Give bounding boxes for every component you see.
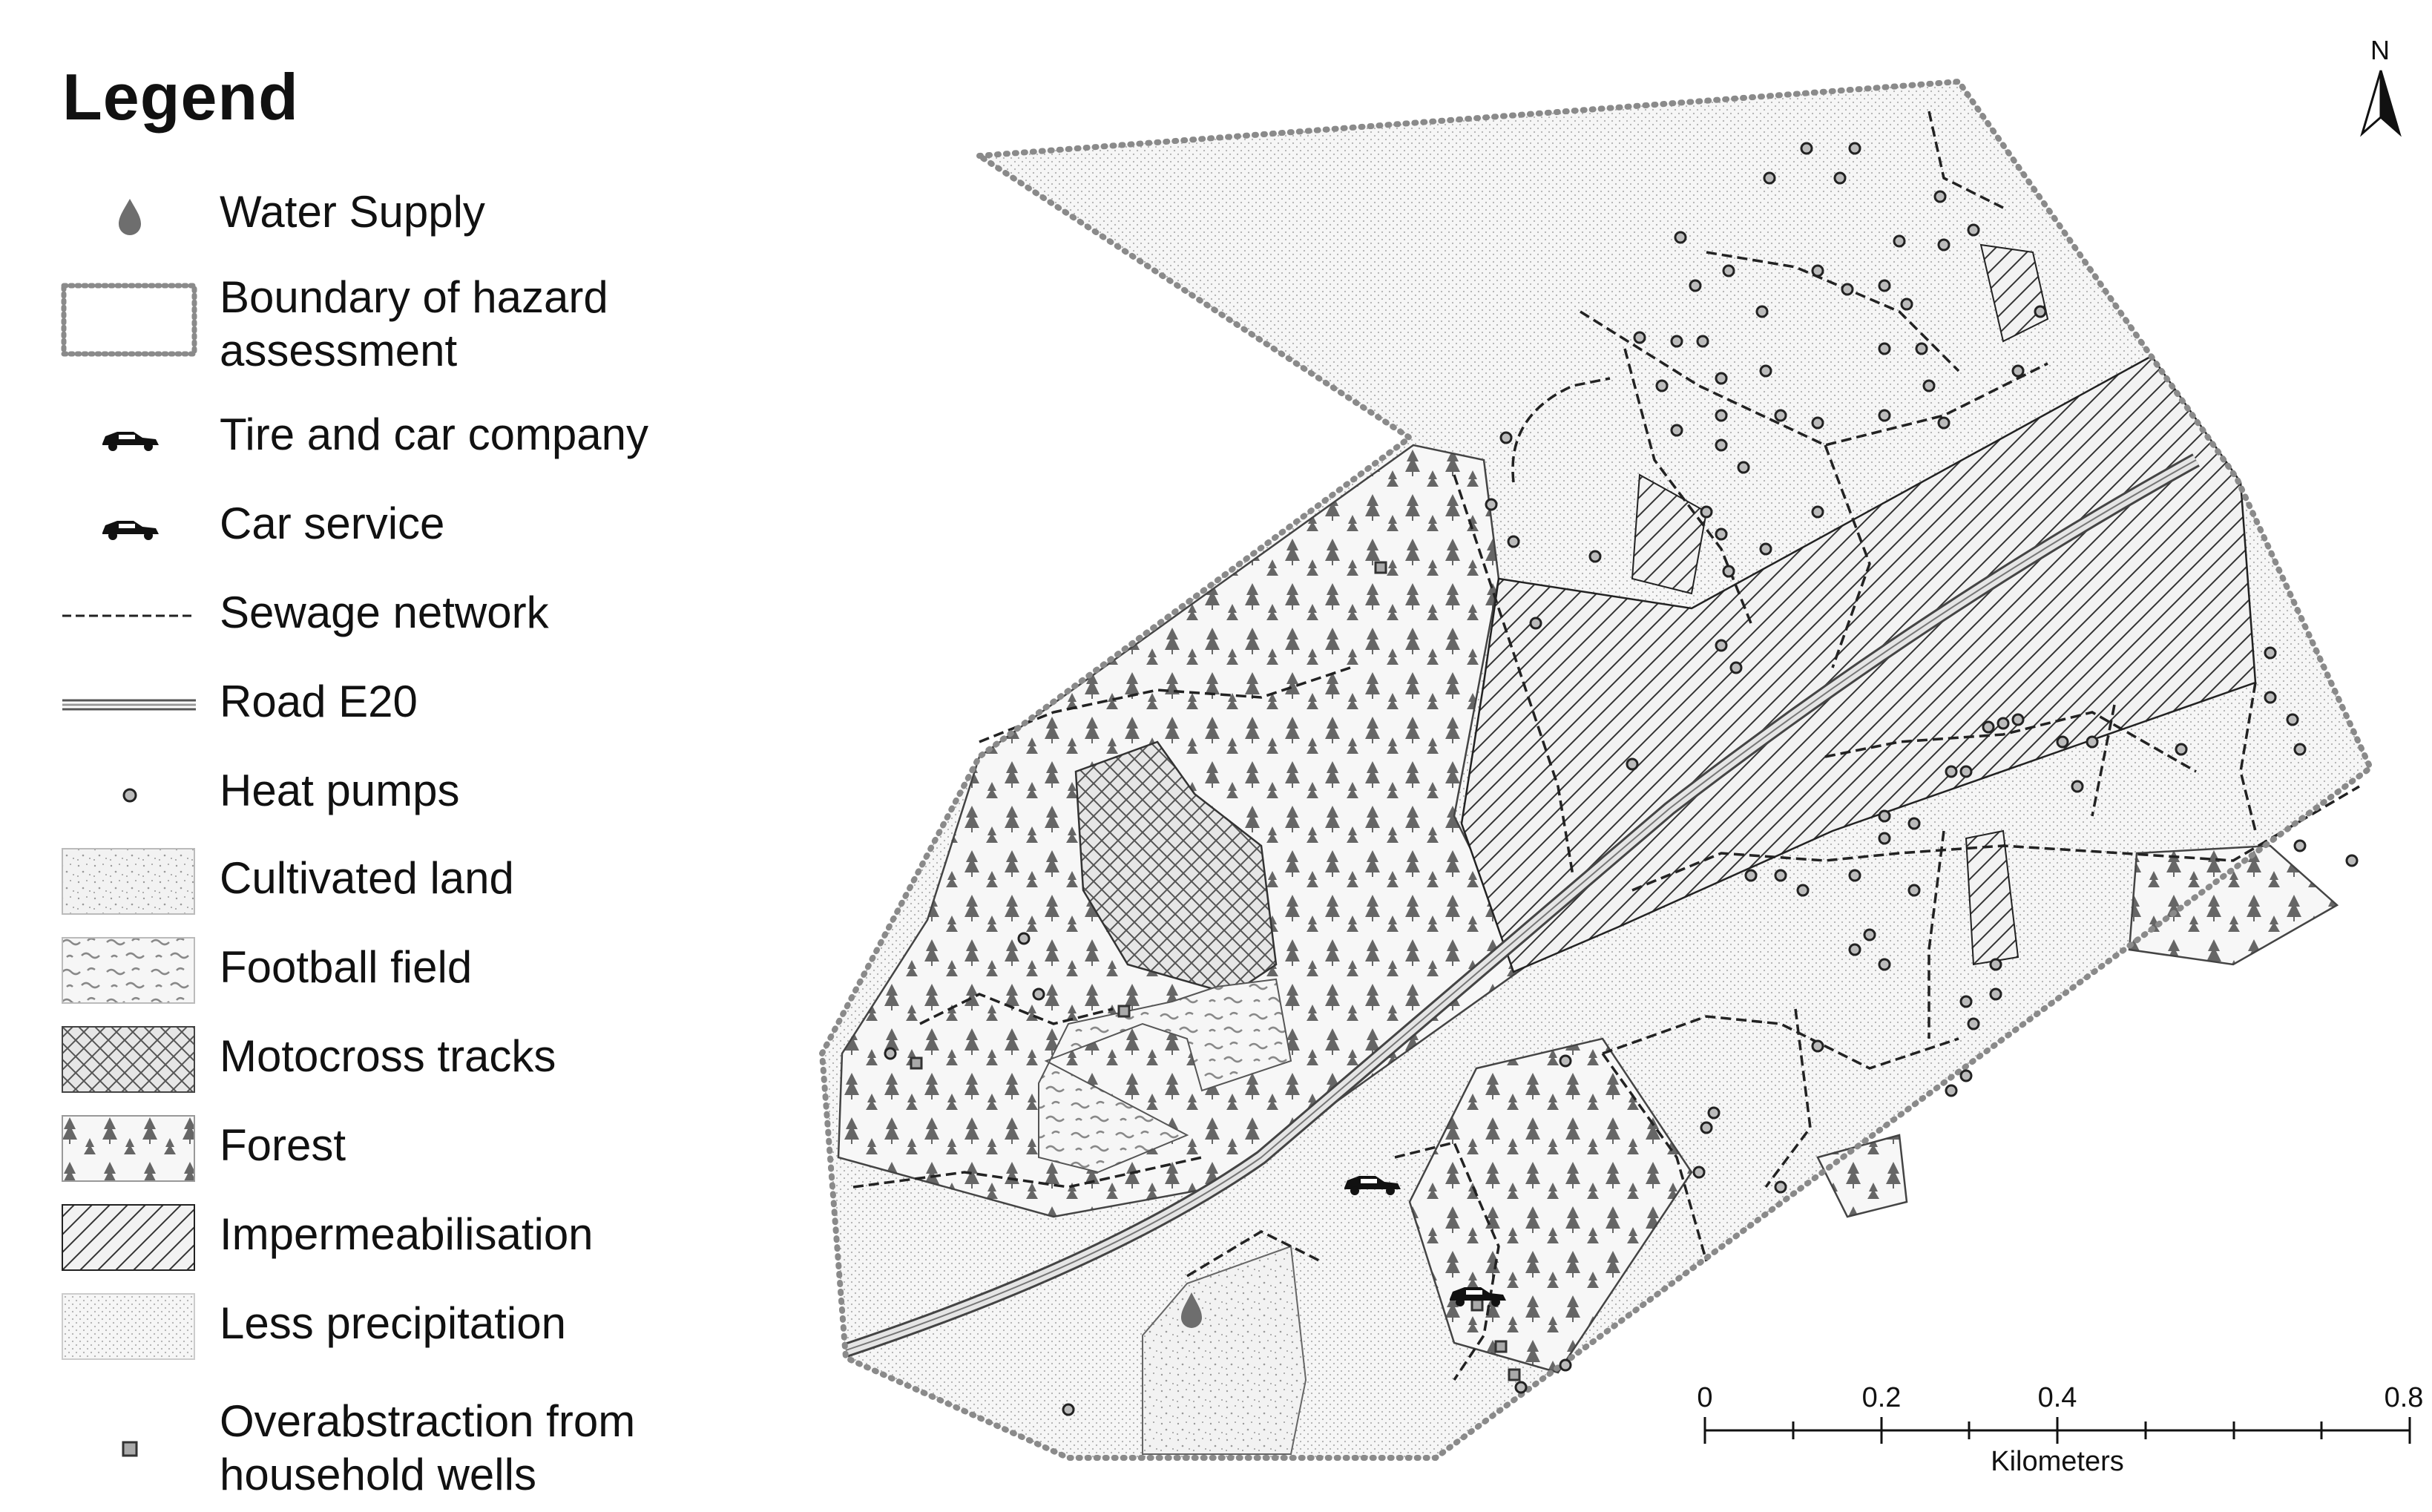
water-supply-icon bbox=[1181, 1292, 1202, 1328]
impermeabilisation-area-north bbox=[1979, 243, 2049, 343]
scale-tick-0: 0 bbox=[1697, 1382, 1712, 1413]
legend-label-boundary-line1: Boundary of hazard bbox=[220, 272, 608, 322]
north-arrow: N bbox=[2360, 35, 2402, 137]
legend-label-forest: Forest bbox=[220, 1120, 346, 1170]
legend-label-cultivated: Cultivated land bbox=[220, 853, 514, 903]
crosshatch-pattern-icon bbox=[62, 1026, 195, 1093]
motocross-tracks-area bbox=[1074, 740, 1278, 996]
north-label: N bbox=[2370, 35, 2390, 65]
scale-unit-label: Kilometers bbox=[1991, 1446, 2124, 1477]
legend-label-motocross: Motocross tracks bbox=[220, 1031, 556, 1081]
scale-tick-0-4: 0.4 bbox=[2038, 1382, 2077, 1413]
football-field-area bbox=[1038, 978, 1292, 1174]
dotted-rectangle-icon bbox=[61, 283, 197, 357]
dot-pattern-icon bbox=[62, 1293, 195, 1360]
legend-label-road: Road E20 bbox=[220, 677, 418, 726]
stipple-pattern-icon bbox=[62, 848, 195, 915]
water-drop-icon bbox=[119, 199, 141, 235]
legend-label-tire-car-company: Tire and car company bbox=[220, 410, 649, 459]
tire-and-car-company-icon bbox=[1344, 1176, 1401, 1195]
car-service-icon bbox=[1450, 1287, 1506, 1306]
legend-label-boundary-line2: assessment bbox=[220, 326, 458, 375]
forest-area-southeast bbox=[1816, 1134, 1908, 1218]
legend-label-less-precipitation: Less precipitation bbox=[220, 1298, 566, 1348]
legend-label-car-service: Car service bbox=[220, 499, 445, 548]
north-arrow-icon bbox=[2360, 70, 2382, 137]
small-circle-icon bbox=[122, 788, 137, 803]
legend-label-overabstraction-line1: Overabstraction from bbox=[220, 1396, 636, 1446]
legend-label-football: Football field bbox=[220, 942, 473, 992]
legend-label-overabstraction-line2: household wells bbox=[220, 1450, 536, 1499]
car-icon bbox=[102, 521, 159, 540]
legend-title: Legend bbox=[62, 60, 299, 134]
legend-label-heat-pumps: Heat pumps bbox=[220, 766, 460, 815]
scribble-pattern-icon bbox=[62, 937, 195, 1004]
dashed-line-icon bbox=[62, 614, 196, 617]
legend-label-water-supply: Water Supply bbox=[220, 187, 485, 237]
boundary-of-hazard-assessment bbox=[818, 78, 2374, 1461]
scale-bar: 0 0.2 0.4 0.8 Kilometers bbox=[1697, 1382, 2423, 1477]
road-e20 bbox=[843, 453, 2200, 1358]
double-line-icon bbox=[62, 699, 196, 711]
scale-tick-0-2: 0.2 bbox=[1862, 1382, 1902, 1413]
legend-label-impermeabilisation: Impermeabilisation bbox=[220, 1209, 594, 1259]
scale-tick-0-8: 0.8 bbox=[2385, 1382, 2424, 1413]
tree-pattern-icon bbox=[62, 1115, 195, 1182]
small-square-icon bbox=[122, 1441, 138, 1457]
household-wells bbox=[910, 561, 1521, 1381]
heat-pumps bbox=[884, 142, 2359, 1416]
forest-area-east bbox=[2128, 844, 2339, 966]
cultivated-land-area bbox=[1142, 1245, 1307, 1455]
impermeabilisation-area-east bbox=[1965, 829, 2019, 966]
legend-label-sewage: Sewage network bbox=[220, 588, 549, 637]
diagonal-hatch-icon bbox=[62, 1204, 195, 1271]
car-icon bbox=[102, 432, 159, 451]
